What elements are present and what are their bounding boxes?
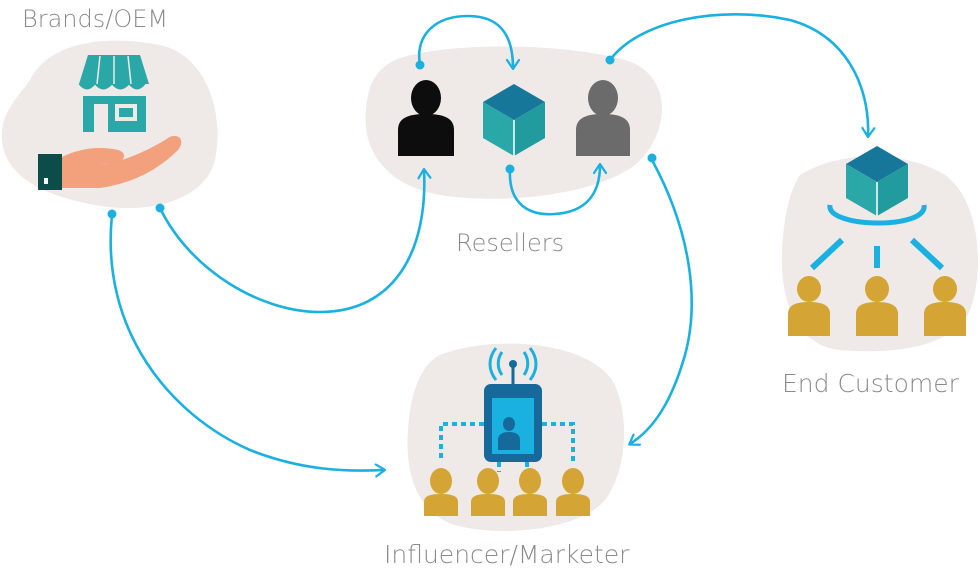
arrow-stock-to-reseller xyxy=(508,165,600,216)
influencer-label: Influencer/Marketer xyxy=(384,540,630,569)
smartphone-broadcast-icon xyxy=(439,347,575,472)
arrow-origin-dots xyxy=(107,55,657,219)
end-customer-label: End Customer xyxy=(782,369,960,398)
box-cube-icon xyxy=(846,146,908,216)
arrow-resellers-to-influencer xyxy=(630,159,693,444)
resellers-label: Resellers xyxy=(456,229,564,257)
person-icon xyxy=(398,80,454,156)
arrow-reseller-to-stock xyxy=(417,14,513,68)
people-icon xyxy=(788,276,966,336)
giving-hand-icon xyxy=(38,135,182,190)
people-icon xyxy=(424,468,590,516)
distribution-icon xyxy=(809,204,945,271)
flow-arrows xyxy=(109,13,868,471)
person-icon xyxy=(576,80,630,156)
brands-label: Brands/OEM xyxy=(22,5,168,33)
box-cube-icon xyxy=(483,84,545,156)
arrow-reseller-to-end-customer xyxy=(608,13,868,136)
store-icon xyxy=(78,55,149,132)
arrow-brands-to-resellers xyxy=(158,170,424,314)
arrow-brands-to-influencer xyxy=(109,214,384,471)
